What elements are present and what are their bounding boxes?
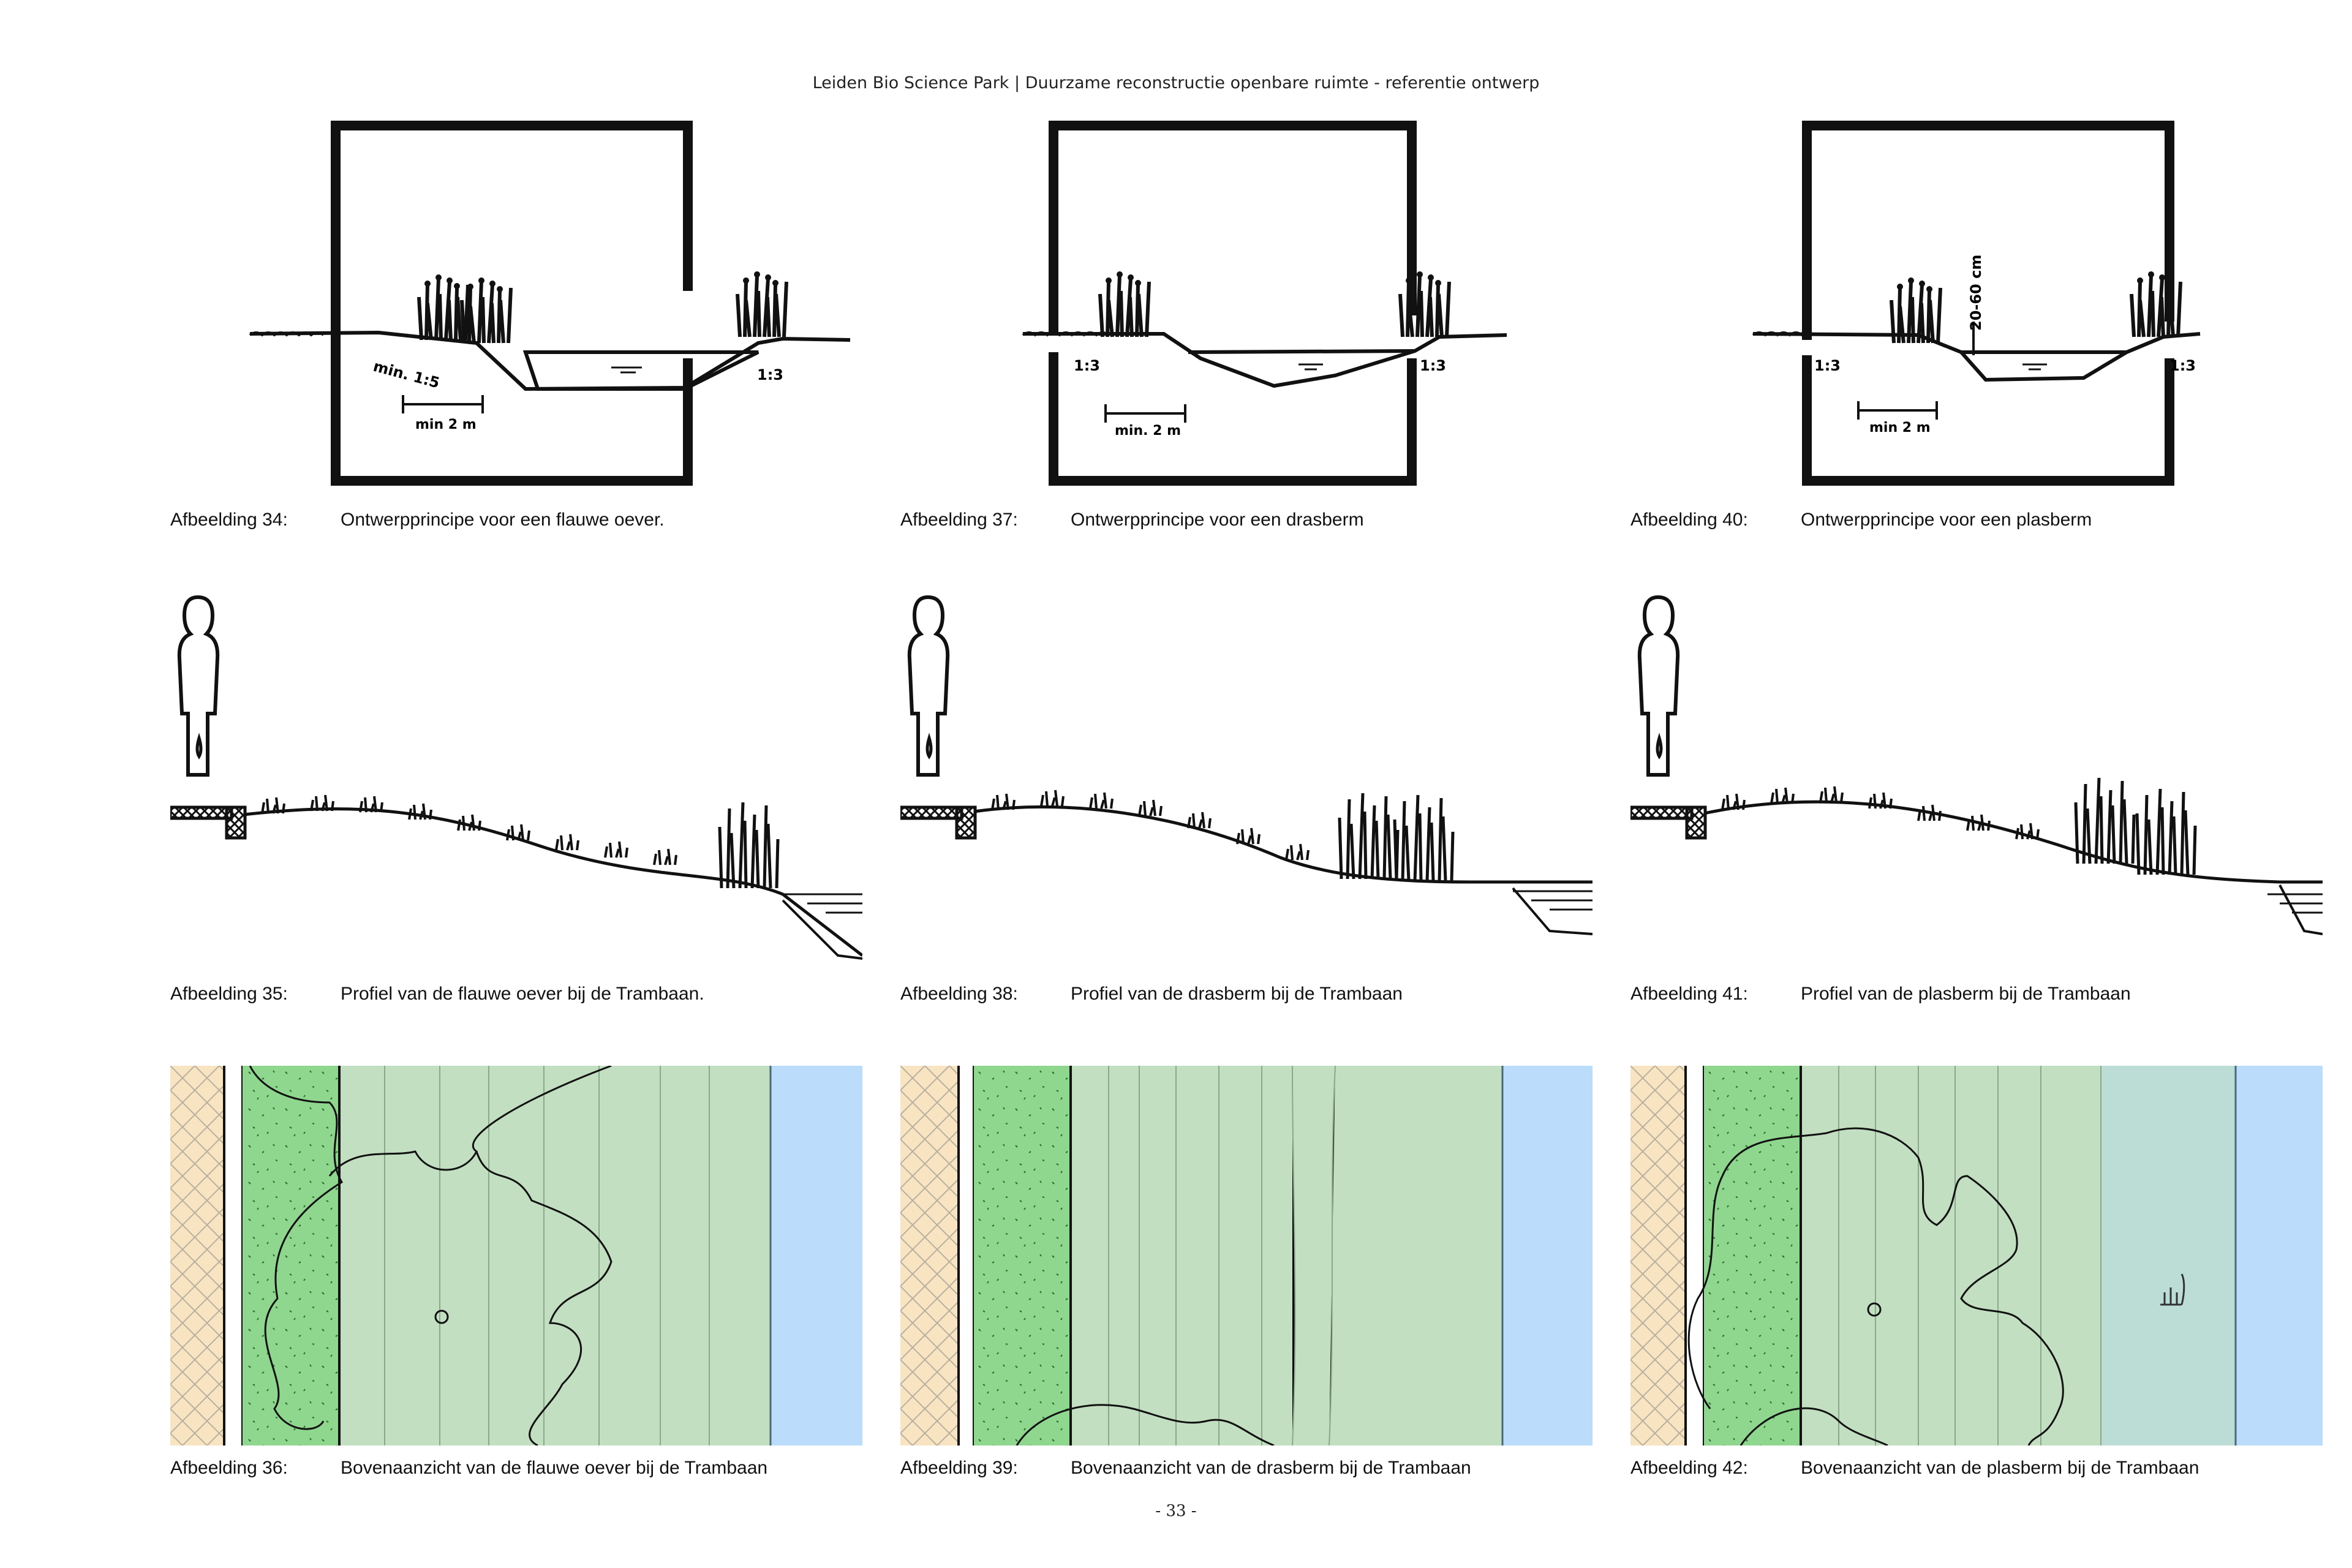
caption-text: Ontwerpprincipe voor een drasberm xyxy=(1071,510,1364,530)
reed-vegetation-icon xyxy=(1100,271,1149,337)
page-header: Leiden Bio Science Park | Duurzame recon… xyxy=(812,74,1540,92)
profile-drasberm xyxy=(900,588,1593,968)
caption-text: Bovenaanzicht van de plasberm bij de Tra… xyxy=(1801,1458,2199,1478)
plan-plasberm xyxy=(1630,1066,2323,1446)
profile-flauwe-oever xyxy=(170,588,862,968)
water-ripple-icon xyxy=(783,893,862,914)
tree-icon xyxy=(1867,1302,1882,1317)
plan-flauwe-oever xyxy=(170,1066,862,1446)
caption-text: Ontwerpprincipe voor een flauwe oever. xyxy=(341,510,665,530)
caption-text: Bovenaanzicht van de flauwe oever bij de… xyxy=(341,1458,768,1478)
slope-left-label: 1:3 xyxy=(1074,357,1100,374)
caption-text: Profiel van de drasberm bij de Trambaan xyxy=(1071,984,1403,1004)
slope-right-label: 1:3 xyxy=(1420,357,1446,374)
width-label: min 2 m xyxy=(1869,420,1931,435)
caption-label: Afbeelding 38: xyxy=(900,984,1018,1004)
caption-text: Ontwerpprincipe voor een plasberm xyxy=(1801,510,2092,530)
reed-vegetation-icon xyxy=(1400,271,1449,337)
caption-label: Afbeelding 42: xyxy=(1630,1458,1748,1478)
sketch-plasberm: 20-60 cm 1:3 1:3 min 2 m xyxy=(1630,119,2323,499)
caption-label: Afbeelding 41: xyxy=(1630,984,1748,1004)
caption-text: Bovenaanzicht van de drasberm bij de Tra… xyxy=(1071,1458,1471,1478)
reed-vegetation-icon xyxy=(1891,277,1940,343)
depth-label: 20-60 cm xyxy=(1967,255,1985,331)
person-silhouette-icon xyxy=(179,597,217,775)
caption-label: Afbeelding 36: xyxy=(170,1458,288,1478)
caption-text: Profiel van de plasberm bij de Trambaan xyxy=(1801,984,2131,1004)
caption-label: Afbeelding 35: xyxy=(170,984,288,1004)
caption-label: Afbeelding 39: xyxy=(900,1458,1018,1478)
slope-right-label: 1:3 xyxy=(2169,357,2196,374)
width-label: min. 2 m xyxy=(1115,423,1181,439)
slope-left-label: min. 1:5 xyxy=(371,358,441,392)
reed-vegetation-icon xyxy=(2076,778,2134,864)
plan-drasberm xyxy=(900,1066,1593,1446)
sketch-drasberm: 1:3 1:3 min. 2 m xyxy=(900,119,1593,499)
reed-vegetation-icon xyxy=(1340,793,1398,879)
caption-label: Afbeelding 40: xyxy=(1630,510,1748,530)
water-ripple-icon xyxy=(1513,890,1593,911)
reed-vegetation-icon xyxy=(2137,789,2195,875)
person-silhouette-icon xyxy=(1640,597,1678,775)
profile-plasberm xyxy=(1630,588,2323,968)
reed-vegetation-icon xyxy=(737,271,786,337)
sketch-flauwe-oever: min. 1:5 1:3 min 2 m xyxy=(170,119,862,499)
slope-left-label: 1:3 xyxy=(1814,357,1841,374)
reed-vegetation-icon xyxy=(462,277,511,343)
caption-label: Afbeelding 34: xyxy=(170,510,288,530)
tree-icon xyxy=(434,1310,449,1324)
reed-vegetation-icon xyxy=(720,802,778,888)
person-silhouette-icon xyxy=(910,597,948,775)
page-number: - 33 - xyxy=(1155,1502,1197,1520)
reed-vegetation-icon xyxy=(1395,795,1453,881)
caption-text: Profiel van de flauwe oever bij de Tramb… xyxy=(341,984,704,1004)
water-ripple-icon xyxy=(2267,893,2323,914)
slope-right-label: 1:3 xyxy=(757,366,783,383)
width-label: min 2 m xyxy=(415,417,477,432)
reed-symbol-icon xyxy=(2160,1273,2185,1306)
caption-label: Afbeelding 37: xyxy=(900,510,1018,530)
